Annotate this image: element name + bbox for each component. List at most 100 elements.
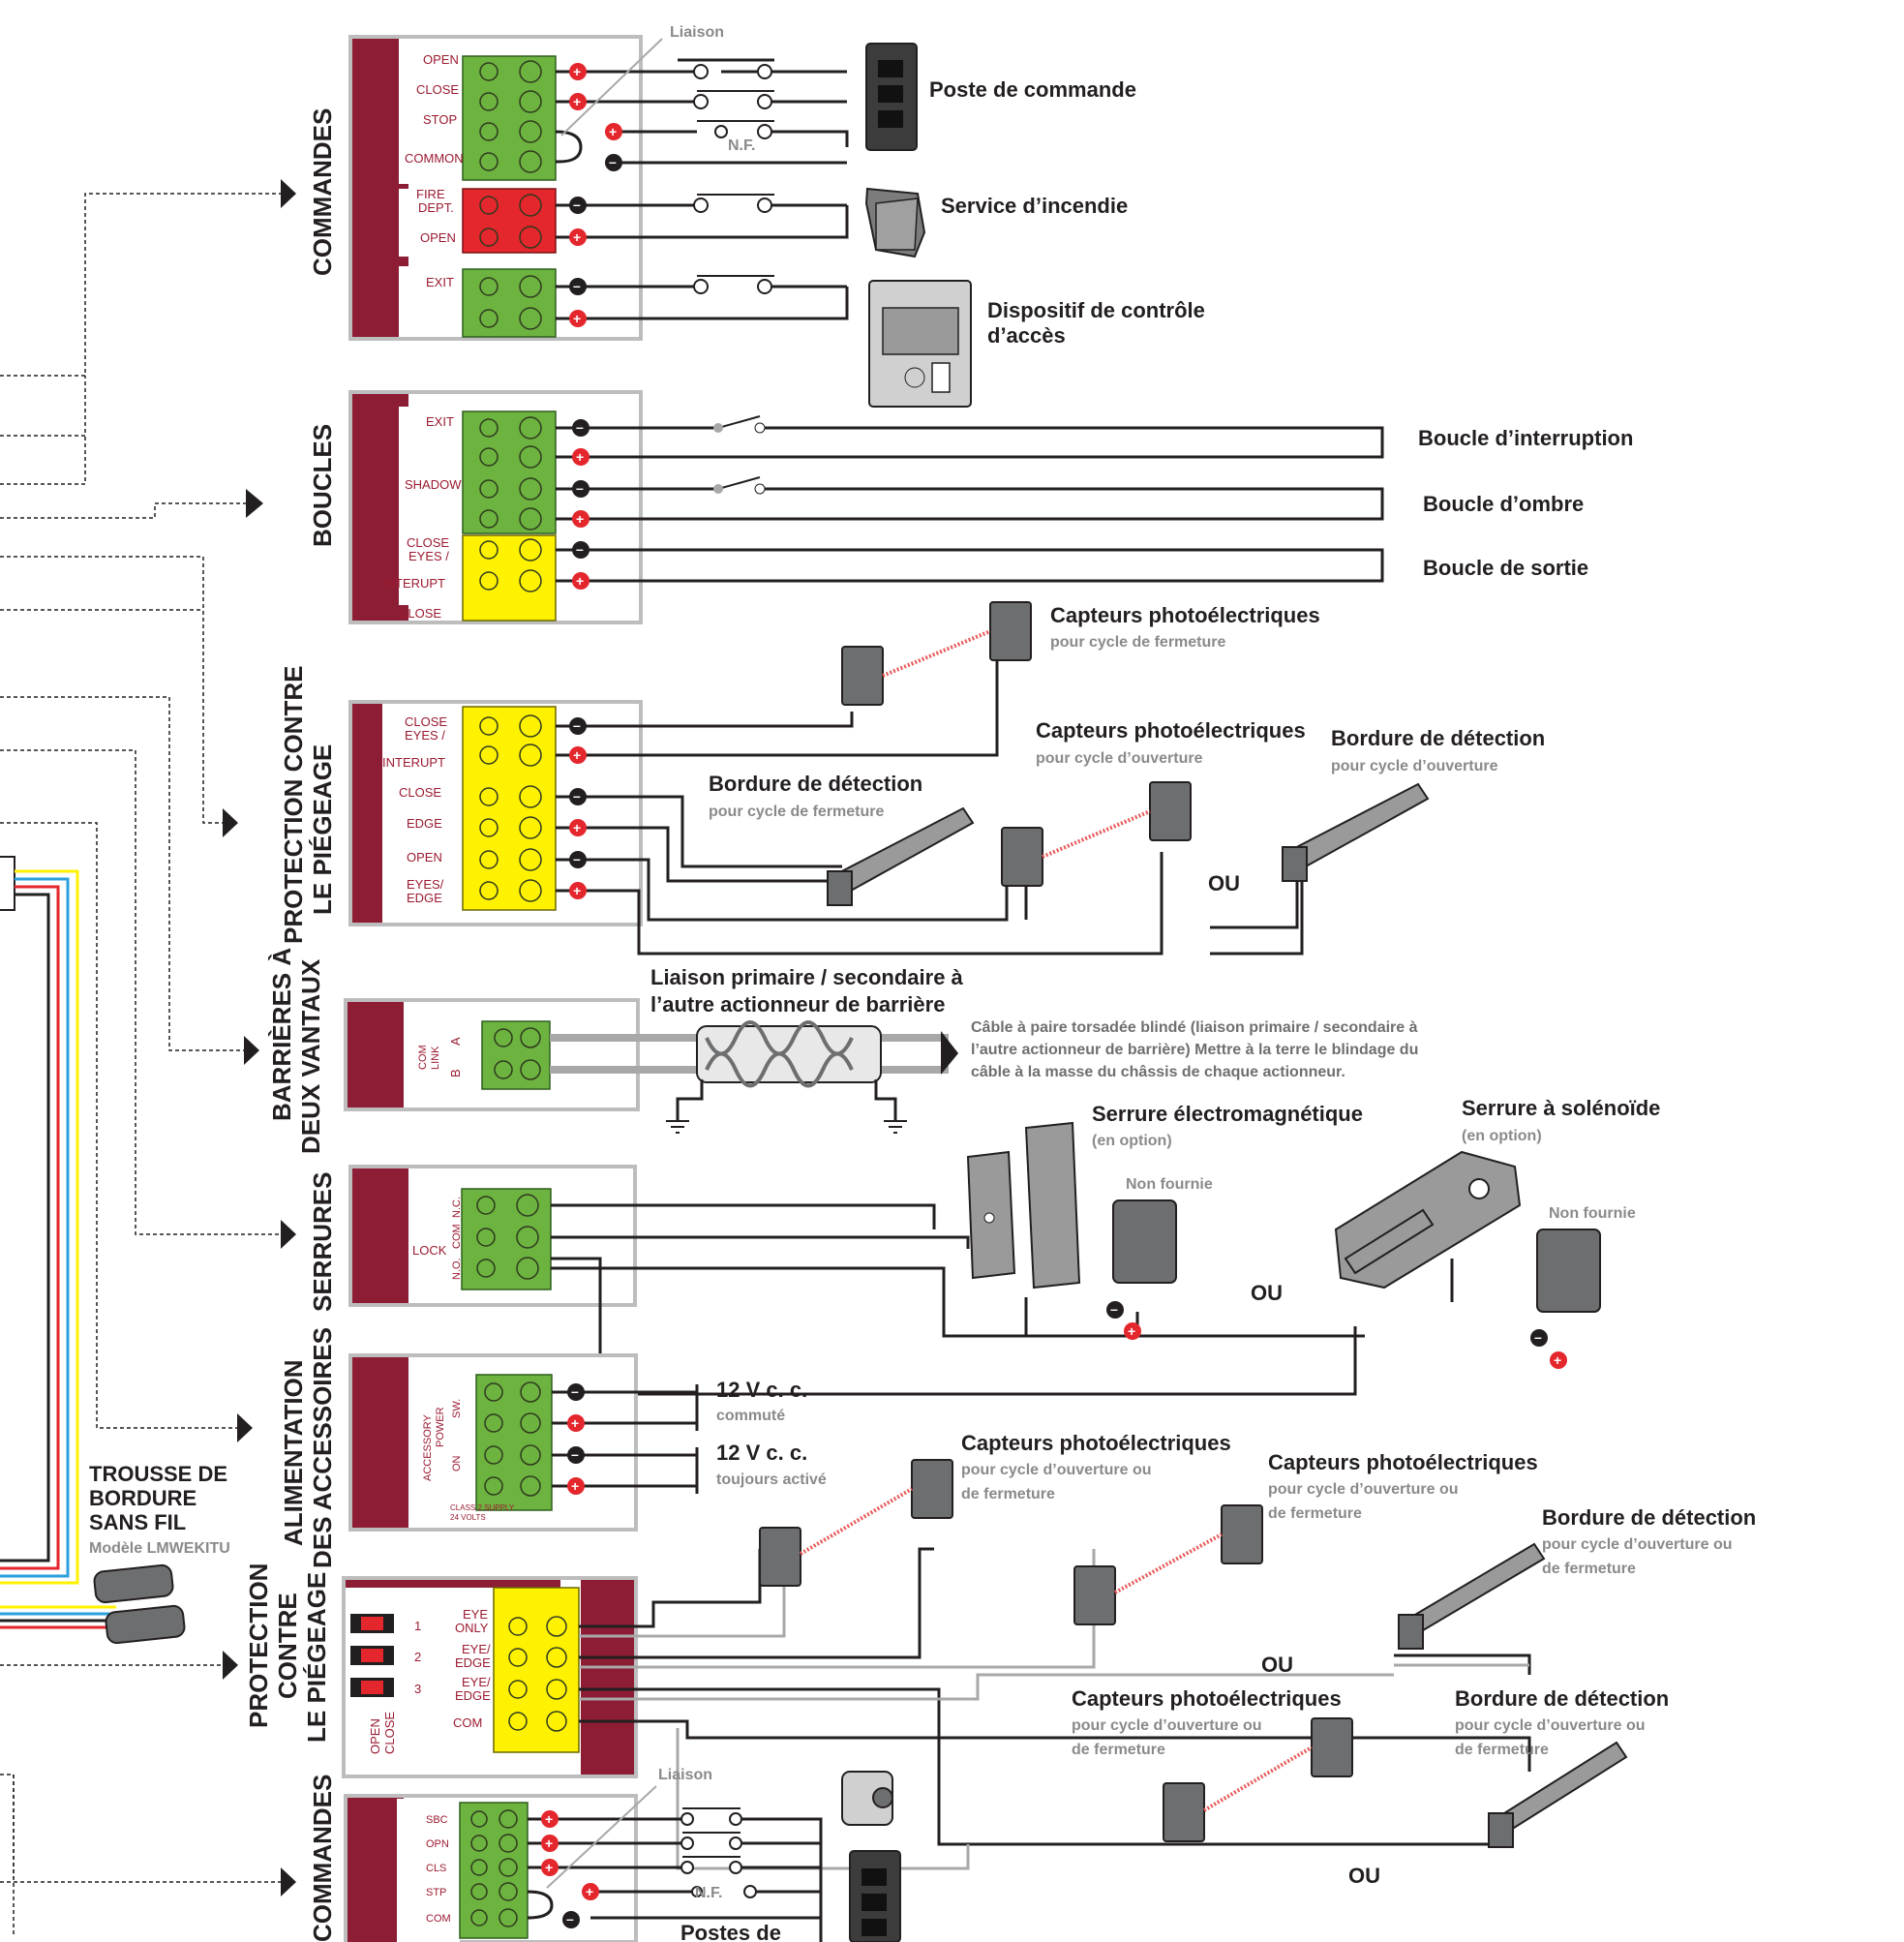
serrure-sol-option: (en option) <box>1462 1128 1542 1144</box>
term-eyes-p1: EYES / <box>405 728 445 743</box>
boucle-ombre-label: Boucle d’ombre <box>1423 492 1584 516</box>
keyswitch-device <box>841 1771 893 1826</box>
term-only: ONLY <box>455 1621 489 1635</box>
edge-p2-b <box>1488 1741 1628 1848</box>
section-protection2-line3: LE PIÉGEAGE <box>302 1572 331 1743</box>
term-n2: 2 <box>414 1650 421 1664</box>
panel-alimentation: ACCESSORY POWER SW. ON CLASS 2 SUPPLY 24… <box>348 1353 638 1532</box>
capteurs-p2b-label: Capteurs photoélectriques <box>1268 1450 1538 1474</box>
svg-text:+: + <box>576 573 584 589</box>
commandes2-wiring: + + + + – <box>528 1785 823 1942</box>
capteurs-p2c-sub1: pour cycle d’ouverture ou <box>1072 1717 1261 1734</box>
term-eye: EYE <box>463 1607 488 1622</box>
svg-text:+: + <box>573 229 581 245</box>
capteurs-p2c-sub2: de fermeture <box>1072 1742 1165 1758</box>
term-close-b2: CLOSE <box>399 606 441 621</box>
svg-text:–: – <box>576 480 584 496</box>
incendie-label: Service d’incendie <box>941 194 1128 218</box>
term-interupt-p1: INTERUPT <box>382 755 445 770</box>
boucle-sortie-label: Boucle de sortie <box>1423 556 1588 580</box>
photo-eyes-p2-b <box>1073 1504 1263 1625</box>
svg-text:–: – <box>573 197 581 212</box>
term-open-p2: OPEN <box>368 1718 382 1754</box>
term-common: COMMON <box>405 151 464 166</box>
term-stop: STOP <box>423 112 457 127</box>
alimentation-wiring: – + – + <box>552 1383 699 1495</box>
term-open-p1: OPEN <box>407 850 442 865</box>
term-sw: SW. <box>451 1399 463 1418</box>
cable-note-line1: Câble à paire torsadée blindé (liaison p… <box>971 1019 1418 1036</box>
section-protection1-line1: PROTECTION CONTRE <box>279 666 308 944</box>
toujours-label: toujours activé <box>716 1472 827 1488</box>
poste-label: Poste de commande <box>929 77 1136 102</box>
term-com-p2: COM <box>453 1715 482 1730</box>
svg-text:+: + <box>573 747 581 763</box>
solenoid-lock-device <box>1334 1150 1522 1290</box>
svg-text:+: + <box>573 94 581 109</box>
term-no: N.O. <box>451 1258 463 1280</box>
section-protection2-line2: CONTRE <box>273 1593 302 1699</box>
boucle-interruption-label: Boucle d’interruption <box>1418 426 1633 450</box>
edge-opening <box>1282 782 1430 882</box>
capteurs-p2c-label: Capteurs photoélectriques <box>1072 1686 1342 1711</box>
ou-4: OU <box>1348 1864 1380 1888</box>
panel-protection1: CLOSE EYES / INTERUPT CLOSE EDGE OPEN EY… <box>348 700 643 926</box>
term-com: COM <box>417 1045 429 1070</box>
term-eyeedge1: EYE/ <box>462 1642 491 1656</box>
capteurs-p2a-sub1: pour cycle d’ouverture ou <box>961 1462 1151 1478</box>
panel-commandes: OPEN CLOSE STOP COMMON FIRE DEPT. OPEN E… <box>348 35 643 341</box>
v12-label-1: 12 V c. c. <box>716 1378 807 1402</box>
non-fournie-2: Non fournie <box>1549 1205 1636 1222</box>
svg-text:–: – <box>576 419 584 435</box>
term-lock: LOCK <box>412 1243 447 1258</box>
term-shadow-b: SHADOW <box>405 477 462 492</box>
bordure-p2a-sub2: de fermeture <box>1542 1561 1636 1577</box>
fire-dept-device <box>864 187 926 258</box>
protection1-wiring: – + – + – + <box>556 649 1304 956</box>
svg-text:+: + <box>576 511 584 527</box>
acces-label-line2: d’accès <box>987 323 1066 348</box>
capteurs-p2a-label: Capteurs photoélectriques <box>961 1431 1231 1455</box>
term-close-p1: CLOSE <box>405 714 447 729</box>
svg-text:+: + <box>573 311 581 326</box>
svg-text:–: – <box>573 851 581 866</box>
svg-text:+: + <box>545 1836 553 1851</box>
acces-label-line1: Dispositif de contrôle <box>987 298 1205 322</box>
term-24v: 24 VOLTS <box>450 1513 486 1522</box>
term-accessory: ACCESSORY <box>422 1413 434 1481</box>
section-commandes2: COMMANDES <box>308 1775 337 1942</box>
edge-closing <box>827 806 975 906</box>
term-com-s: COM <box>451 1224 463 1249</box>
svg-text:+: + <box>573 64 581 79</box>
access-control-device <box>868 280 972 408</box>
capteurs-p2b-sub1: pour cycle d’ouverture ou <box>1268 1481 1458 1498</box>
term-b: B <box>448 1069 463 1077</box>
svg-text:+: + <box>545 1811 553 1827</box>
protection2-wiring <box>579 1547 1531 1870</box>
term-stp: STP <box>426 1887 446 1898</box>
term-power: POWER <box>435 1407 446 1447</box>
term-n3: 3 <box>414 1682 421 1696</box>
liaison-label: Liaison <box>670 24 724 41</box>
capteurs-p2a-sub2: de fermeture <box>961 1486 1055 1502</box>
photo-eyes-p2-a <box>759 1459 953 1587</box>
bordure-p2b-sub1: pour cycle d’ouverture ou <box>1455 1717 1645 1734</box>
ou-1: OU <box>1208 871 1240 895</box>
term-n1: 1 <box>414 1619 421 1633</box>
em-lock-device <box>966 1121 1081 1290</box>
svg-text:+: + <box>573 883 581 898</box>
poste-de-commande-device <box>865 43 918 151</box>
commute-label: commuté <box>716 1408 785 1424</box>
section-barrieres-line1: BARRIÈRES À <box>267 948 296 1121</box>
term-eyes-b: EYES / <box>408 549 449 563</box>
cable-note-line2: l’autre actionneur de barrière) Mettre à… <box>971 1042 1418 1058</box>
panel-boucles: EXIT SHADOW CLOSE EYES / INTERUPT CLOSE <box>348 390 643 624</box>
cable-note-line3: câble à la masse du châssis de chaque ac… <box>971 1064 1345 1080</box>
section-alim-line1: ALIMENTATION <box>279 1359 308 1546</box>
svg-text:–: – <box>573 278 581 293</box>
capteurs-p2b-sub2: de fermeture <box>1268 1505 1362 1522</box>
svg-text:+: + <box>609 124 617 139</box>
svg-text:–: – <box>566 1911 574 1927</box>
bordure-p2a-label: Bordure de détection <box>1542 1505 1756 1530</box>
